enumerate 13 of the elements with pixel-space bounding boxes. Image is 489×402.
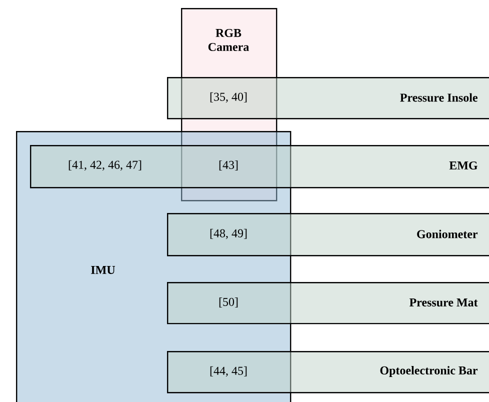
reference-numbers: [48, 49] [210, 228, 247, 240]
reference-numbers: [50] [219, 298, 238, 308]
sensor-name: EMG [449, 161, 478, 170]
reference-numbers: [43] [219, 160, 238, 170]
sensor-name: Optoelectronic Bar [380, 366, 478, 377]
reference-numbers: [35, 40] [210, 92, 247, 103]
sensor-name: Pressure Insole [400, 93, 478, 102]
reference-numbers: [44, 45] [210, 366, 247, 377]
reference-numbers: [41, 42, 46, 47] [68, 160, 142, 171]
sensor-name: Pressure Mat [409, 298, 478, 306]
camera-label: RGB Camera [208, 28, 249, 52]
imu-label: IMU [91, 266, 116, 274]
sensor-name: Goniometer [417, 230, 478, 238]
